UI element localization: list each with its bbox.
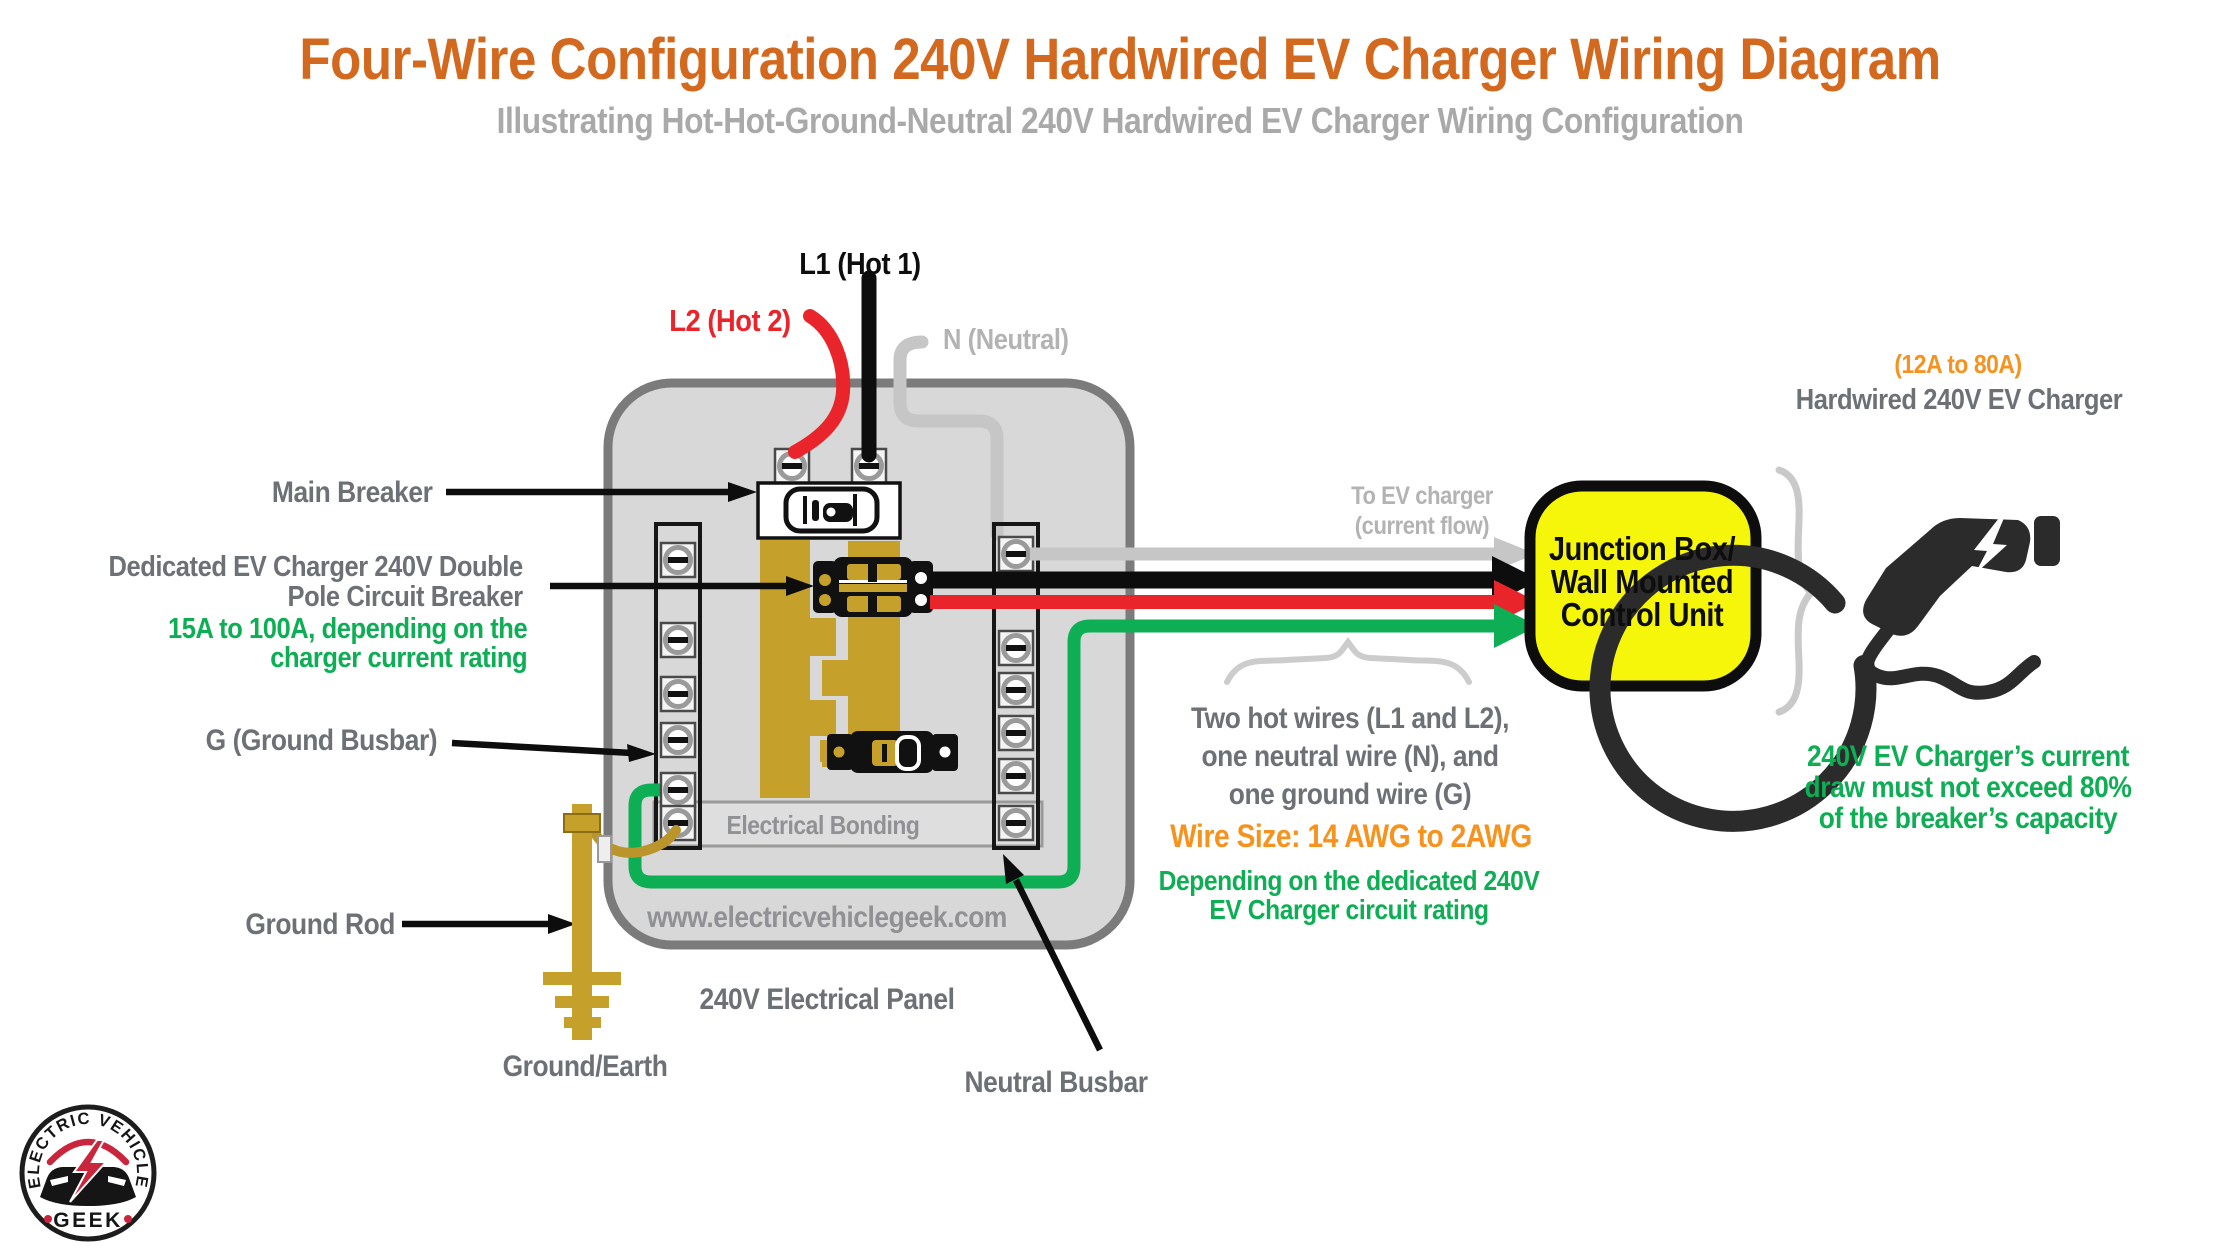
dedicated-breaker-line1: Dedicated EV Charger 240V Double [108, 551, 524, 583]
ev-charger-plug-icon [1589, 516, 2060, 832]
wires-description: Two hot wires (L1 and L2), one neutral w… [1190, 700, 1510, 814]
callout-arrows [402, 482, 1103, 1052]
charger-note-line2: draw must not exceed 80% [1804, 771, 2132, 804]
junction-brace [1775, 466, 1816, 716]
circuit-run-wires [930, 537, 1540, 648]
charger-note-line3: of the breaker’s capacity [1818, 802, 2118, 835]
charger-name-label: Hardwired 240V EV Charger [1795, 384, 2123, 416]
wire-size-label: Wire Size: 14 AWG to 2AWG [1170, 818, 1532, 854]
to-ev-line2: (current flow) [1354, 512, 1490, 540]
junction-box-label: Junction Box/ Wall Mounted Control Unit [1548, 530, 1736, 633]
neutral-busbar-column [992, 522, 1040, 850]
wire-size-note-line2: EV Charger circuit rating [1209, 894, 1489, 925]
ground-busbar-column [654, 522, 702, 850]
dedicated-breaker-line2: Pole Circuit Breaker [287, 581, 524, 613]
to-ev-charger-label: To EV charger (current flow) [1351, 481, 1493, 541]
main-breaker-assembly [756, 449, 902, 540]
junction-box-line2: Wall Mounted [1550, 563, 1734, 600]
panel-name-label: 240V Electrical Panel [699, 983, 955, 1016]
charger-capacity-note: 240V EV Charger’s current draw must not … [1805, 741, 2132, 834]
single-breaker [820, 731, 958, 773]
double-pole-breaker [813, 557, 933, 617]
wires-desc-line1: Two hot wires (L1 and L2), [1190, 702, 1510, 735]
junction-box-line3: Control Unit [1560, 596, 1724, 633]
wire-size-note-line1: Depending on the dedicated 240V [1158, 865, 1540, 896]
charger-rating-label: (12A to 80A) [1894, 349, 2022, 379]
dedicated-breaker-label: Dedicated EV Charger 240V Double Pole Ci… [108, 551, 524, 613]
l2-hot-wire [788, 309, 851, 459]
ground-rod-label: Ground Rod [245, 908, 395, 941]
bonding-strip [652, 800, 1044, 848]
wire-size-note: Depending on the dedicated 240V EV Charg… [1159, 866, 1540, 924]
junction-box-line1: Junction Box/ [1548, 530, 1736, 567]
wires-desc-line2: one neutral wire (N), and [1201, 740, 1499, 773]
neutral-wire-drop [893, 335, 1004, 541]
neutral-label: N (Neutral) [943, 324, 1069, 356]
charger-note-line1: 240V EV Charger’s current [1806, 740, 2130, 773]
bonding-label: Electrical Bonding [726, 810, 920, 840]
ground-wire-green [628, 619, 1503, 889]
main-breaker-label: Main Breaker [271, 476, 432, 509]
wire-group-brace [1224, 636, 1472, 685]
page-subtitle: Illustrating Hot-Hot-Ground-Neutral 240V… [496, 100, 1744, 141]
page-title: Four-Wire Configuration 240V Hardwired E… [299, 27, 1941, 92]
ground-rod-assembly [543, 804, 681, 1040]
ground-busbar-label: G (Ground Busbar) [205, 724, 437, 757]
brand-logo: ELECTRIC VEHICLE GEEK [19, 1104, 157, 1242]
neutral-busbar-label: Neutral Busbar [964, 1066, 1148, 1099]
website-label: www.electricvehiclegeek.com [647, 901, 1007, 934]
breaker-rating-note: 15A to 100A, depending on the charger cu… [167, 613, 528, 674]
breaker-rating-line2: charger current rating [270, 642, 527, 674]
logo-bottom-text: GEEK [53, 1209, 123, 1232]
wires-desc-line3: one ground wire (G) [1228, 778, 1472, 811]
ground-earth-label: Ground/Earth [502, 1050, 668, 1083]
l1-label: L1 (Hot 1) [799, 246, 921, 281]
breaker-rating-line1: 15A to 100A, depending on the [167, 613, 528, 645]
l2-label: L2 (Hot 2) [669, 303, 791, 338]
to-ev-line1: To EV charger [1351, 482, 1493, 510]
